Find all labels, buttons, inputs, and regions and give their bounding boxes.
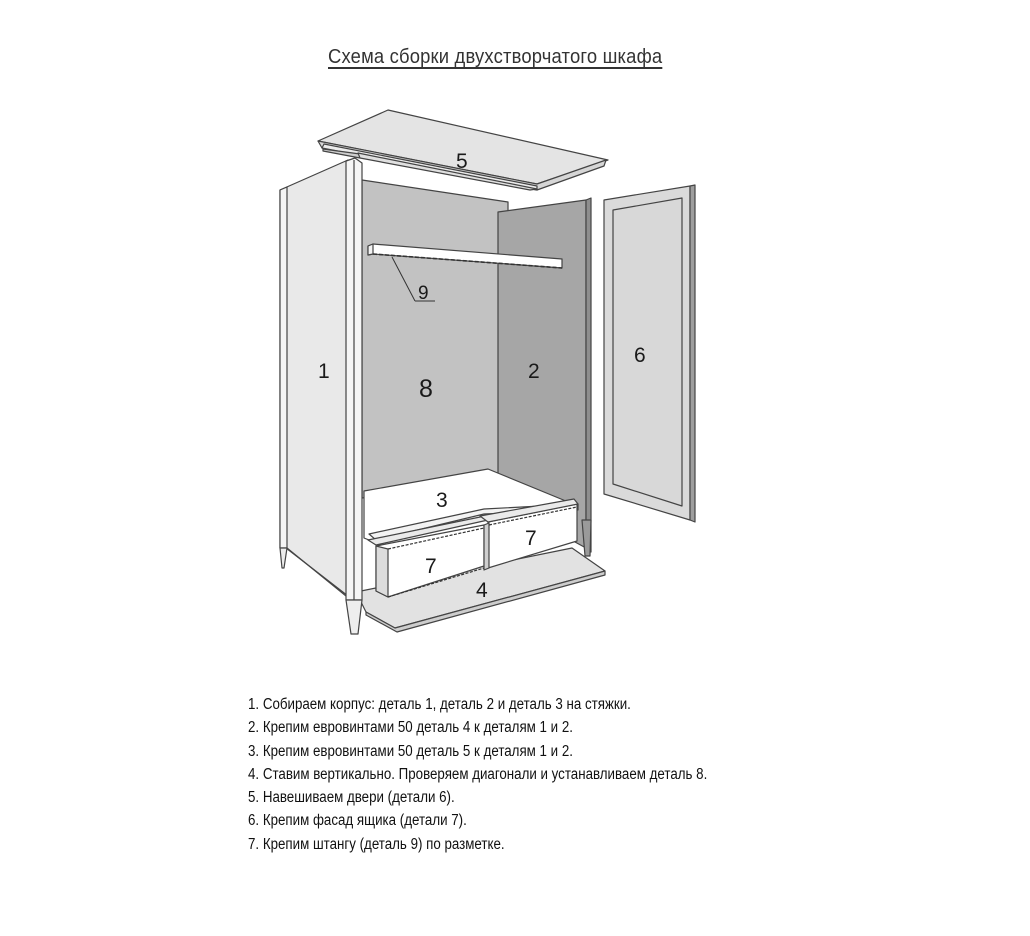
- assembly-step: 6. Крепим фасад ящика (детали 7).: [248, 812, 467, 830]
- assembly-step: 4. Ставим вертикально. Проверяем диагона…: [248, 765, 708, 783]
- diagram-title: Схема сборки двухстворчатого шкафа: [328, 46, 663, 68]
- assembly-step: 7. Крепим штангу (деталь 9) по разметке.: [248, 835, 505, 853]
- label-part-8: 8: [419, 375, 433, 403]
- label-part-4: 4: [476, 579, 488, 602]
- label-part-7-right: 7: [525, 527, 537, 550]
- label-part-3: 3: [436, 489, 448, 512]
- assembly-step: 1. Собираем корпус: деталь 1, деталь 2 и…: [248, 696, 631, 713]
- label-part-5: 5: [456, 150, 468, 173]
- label-part-7-left: 7: [425, 555, 437, 578]
- part-2-right-side-panel: [497, 197, 592, 557]
- label-part-2: 2: [528, 360, 540, 383]
- part-7-drawer-right: [479, 498, 579, 571]
- assembly-step: 2. Крепим евровинтами 50 деталь 4 к дета…: [248, 719, 573, 737]
- assembly-steps-list: 1. Собираем корпус: деталь 1, деталь 2 и…: [248, 693, 782, 856]
- assembly-step: 3. Крепим евровинтами 50 деталь 5 к дета…: [248, 742, 573, 760]
- part-9-hanging-rail: [367, 243, 563, 302]
- label-part-1: 1: [318, 360, 330, 383]
- part-6-door: [603, 184, 696, 523]
- label-part-6: 6: [634, 344, 646, 367]
- assembly-step: 5. Навешиваем двери (детали 6).: [248, 789, 455, 807]
- part-8-back-panel: [361, 179, 509, 499]
- part-7-drawer-left: [367, 515, 489, 598]
- part-5-top-panel: [317, 109, 609, 191]
- part-1-left-side-panel: [279, 157, 363, 635]
- label-part-9: 9: [418, 283, 429, 304]
